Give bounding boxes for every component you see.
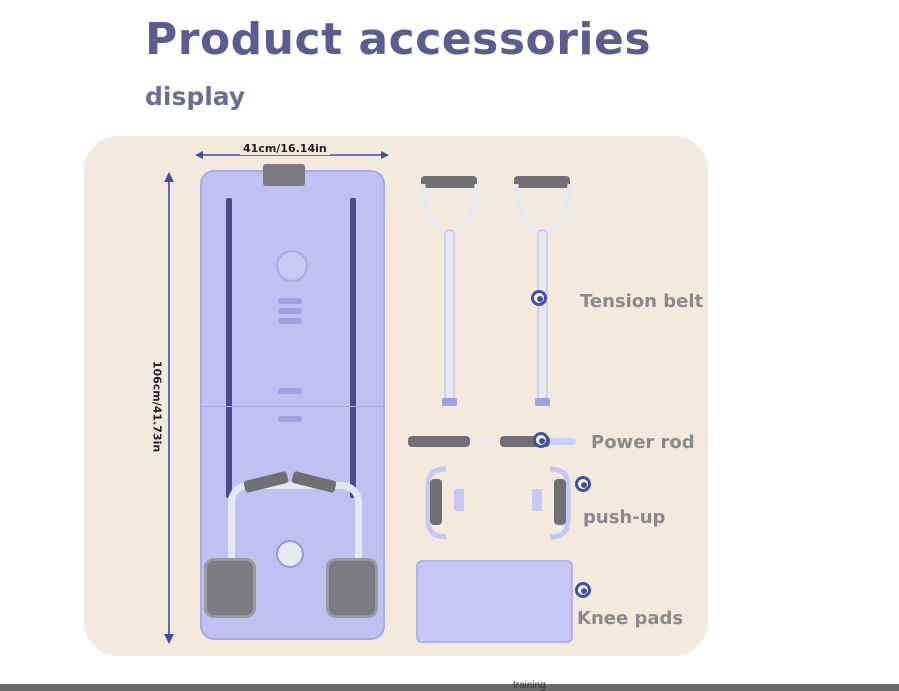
- power-rod: [408, 436, 576, 447]
- tension-belt-right: [513, 176, 573, 406]
- page-subtitle: display: [145, 82, 246, 111]
- power-rod-marker: [533, 432, 549, 448]
- bottom-caption: training: [513, 680, 546, 691]
- knee-pads-label: Knee pads: [577, 608, 684, 629]
- right-rail: [350, 198, 356, 498]
- left-foot-pad: [204, 558, 256, 618]
- knee-pad: [416, 560, 573, 643]
- board-fold-line: [200, 406, 385, 407]
- main-board: [200, 164, 385, 640]
- page-title: Product accessories: [145, 14, 652, 65]
- width-label: 41cm/16.14in: [240, 142, 330, 155]
- height-dimension-arrow: [164, 172, 174, 644]
- right-foot-pad: [326, 558, 378, 618]
- height-label: 106cm/41.73in: [150, 351, 164, 462]
- push-up-marker: [575, 476, 591, 492]
- board-knob: [276, 250, 308, 282]
- board-top-clip: [263, 164, 305, 186]
- width-dimension-arrow: [195, 151, 389, 159]
- tension-belt-marker: [531, 290, 547, 306]
- tension-belt-label: Tension belt: [580, 291, 704, 312]
- bottom-bar: [0, 684, 899, 691]
- push-up-handle-right: [532, 466, 571, 540]
- product-panel: [84, 136, 708, 656]
- power-rod-label: Power rod: [591, 432, 695, 453]
- vent-slot: [278, 308, 302, 314]
- handle-frame: [228, 482, 362, 585]
- vent-slot: [278, 298, 302, 304]
- knee-pads-marker: [575, 582, 591, 598]
- left-rail: [226, 198, 232, 498]
- vent-slot: [278, 416, 302, 422]
- push-up-label: push-up: [583, 507, 666, 528]
- vent-slot: [278, 318, 302, 324]
- vent-slot: [278, 388, 302, 394]
- gauge-icon: [276, 540, 304, 568]
- push-up-handle-left: [425, 466, 464, 540]
- tension-belt-left: [420, 176, 480, 406]
